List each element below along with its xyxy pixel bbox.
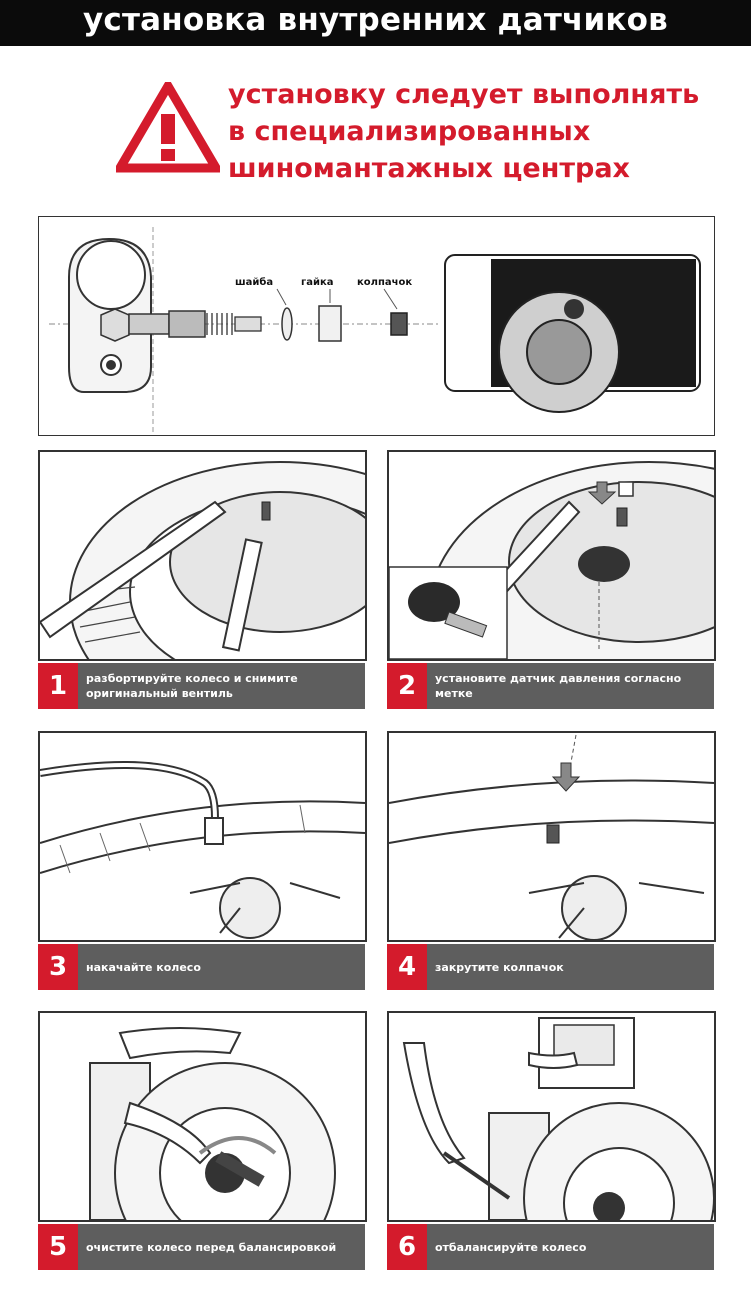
step-4-caption: 4 закрутите колпачок: [387, 944, 714, 990]
sensor-parts-diagram: шайба гайка колпачок: [38, 216, 715, 436]
step-6-caption: 6 отбалансируйте колесо: [387, 1224, 714, 1270]
step-3-caption: 3 накачайте колесо: [38, 944, 365, 990]
step-5-caption: 5 очистите колесо перед балансировкой: [38, 1224, 365, 1270]
step-number: 3: [38, 944, 78, 990]
step-6-illustration: [387, 1011, 716, 1222]
step-2-illustration: [387, 450, 716, 661]
step-2-caption: 2 установите датчик давления согласно ме…: [387, 663, 714, 709]
warning-line-1: установку следует выполнять: [228, 79, 700, 110]
step-text: разбортируйте колесо и снимите оригиналь…: [86, 672, 298, 700]
step-text: закрутите колпачок: [435, 960, 564, 974]
step-text: отбалансируйте колесо: [435, 1240, 587, 1254]
warning-line-2: в специализированных: [228, 116, 591, 147]
step-number: 1: [38, 663, 78, 709]
cap-label: колпачок: [357, 277, 413, 288]
step-1-caption: 1 разбортируйте колесо и снимите оригина…: [38, 663, 365, 709]
sensor-parts-illustration: [49, 227, 701, 432]
step-4-illustration: [387, 731, 716, 942]
step-text: установите датчик давления согласно метк…: [435, 672, 682, 700]
step-number: 2: [387, 663, 427, 709]
step-number: 4: [387, 944, 427, 990]
step-number: 5: [38, 1224, 78, 1270]
washer-label: шайба: [235, 277, 274, 288]
warning-text: установку следует выполнять в специализи…: [228, 76, 748, 187]
page-title: установка внутренних датчиков: [82, 2, 668, 38]
step-text: накачайте колесо: [86, 960, 201, 974]
step-number: 6: [387, 1224, 427, 1270]
step-1-illustration: [38, 450, 367, 661]
step-5-illustration: [38, 1011, 367, 1222]
step-text: очистите колесо перед балансировкой: [86, 1240, 337, 1254]
warning-line-3: шиномантажных центрах: [228, 153, 630, 184]
nut-label: гайка: [301, 277, 334, 288]
step-3-illustration: [38, 731, 367, 942]
warning-triangle-icon: [116, 82, 220, 173]
page-header: установка внутренних датчиков: [0, 0, 751, 46]
